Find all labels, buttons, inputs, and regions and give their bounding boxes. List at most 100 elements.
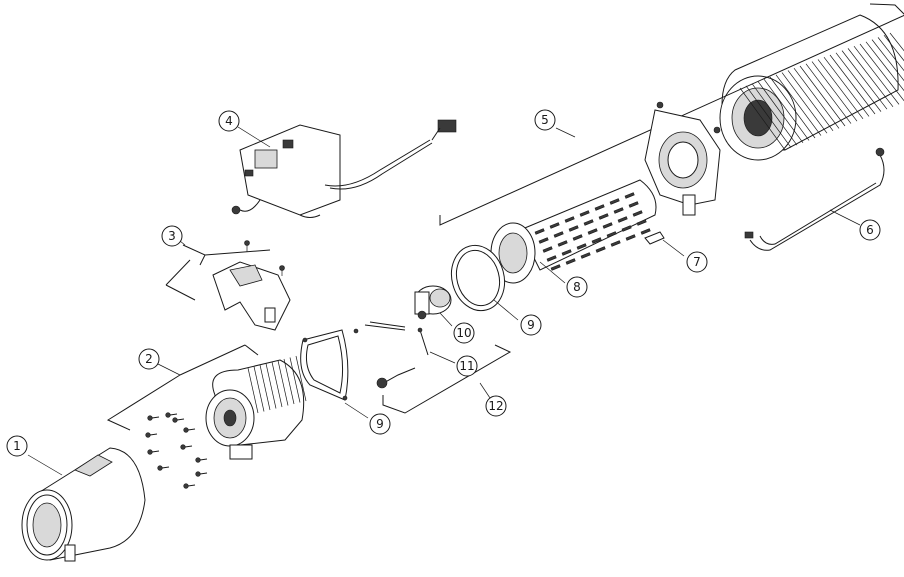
fin-line: [745, 85, 792, 148]
screw-shank: [187, 428, 196, 431]
screw-shank: [187, 484, 196, 487]
tube-slot: [565, 258, 576, 265]
blower-fin: [247, 367, 259, 414]
screw: [147, 449, 153, 455]
tube-slot: [632, 210, 643, 217]
screw-shank: [149, 433, 158, 436]
tube-slot: [606, 231, 617, 238]
part-9-gasket-lower: [300, 329, 369, 419]
callout-9-upper: 9: [520, 314, 542, 336]
svg-text:6: 6: [866, 223, 874, 237]
blower-fin: [253, 366, 265, 412]
fin-line: [847, 48, 894, 108]
blower-fin: [277, 360, 289, 406]
screw: [157, 465, 163, 471]
screw: [147, 415, 153, 421]
tube-slot: [538, 237, 549, 244]
fin-line: [823, 56, 870, 117]
fin-line: [805, 63, 852, 124]
fin-line: [859, 43, 904, 102]
screw-shank: [199, 458, 208, 461]
part-4-control-board: [231, 119, 457, 218]
part-5-flange: [644, 101, 721, 216]
callout-9-lower: 9: [369, 413, 391, 435]
fin-line: [841, 50, 888, 110]
part-6-sensor-wire: [744, 147, 885, 251]
part-5-bracket: [439, 3, 904, 226]
callout-4: 4: [218, 110, 240, 132]
tube-slot: [636, 219, 647, 226]
tube-slot: [610, 240, 621, 247]
part-8-burner-tube: [490, 179, 657, 284]
part-2-blower: [106, 344, 307, 489]
tube-slot: [542, 246, 553, 253]
blower-fin: [259, 364, 271, 411]
screw: [180, 444, 186, 450]
tube-slot: [587, 228, 598, 235]
tube-slot: [561, 249, 572, 256]
screw-shank: [199, 472, 208, 475]
fin-line: [853, 45, 900, 105]
tube-slot: [594, 204, 605, 211]
screw: [195, 471, 201, 477]
svg-text:10: 10: [456, 326, 471, 340]
fin-line: [781, 72, 828, 134]
tube-slot: [598, 213, 609, 220]
part-1-casing: [21, 447, 146, 562]
fin-line: [829, 54, 876, 115]
tube-slot: [625, 234, 636, 241]
svg-text:5: 5: [541, 113, 549, 127]
screw: [183, 483, 189, 489]
svg-text:3: 3: [168, 229, 176, 243]
part-11-pin: [417, 327, 456, 364]
fin-line: [889, 32, 904, 52]
callout-2: 2: [138, 348, 181, 376]
blower-fin: [265, 363, 277, 409]
svg-text:9: 9: [527, 318, 535, 332]
fin-line: [763, 78, 810, 141]
tube-slot: [576, 243, 587, 250]
tube-slot: [621, 225, 632, 232]
screw: [195, 457, 201, 463]
fin-line: [787, 70, 834, 132]
svg-text:8: 8: [573, 280, 581, 294]
callout-3: 3: [161, 225, 186, 247]
svg-text:1: 1: [13, 439, 21, 453]
tube-slot: [557, 240, 568, 247]
tube-slot: [550, 264, 561, 271]
part-3-bracket: [165, 240, 291, 331]
fin-line: [877, 37, 904, 72]
fin-line: [799, 65, 846, 127]
screw: [145, 432, 151, 438]
part-12-electrode: [353, 321, 512, 414]
tube-slot: [568, 225, 579, 232]
tube-slot: [549, 222, 560, 229]
part-7-clip: [644, 231, 685, 257]
fin-line: [769, 76, 816, 139]
callout-6: 6: [859, 219, 881, 241]
screw-shank: [169, 413, 178, 416]
fin-line: [793, 67, 840, 129]
blower-fin: [283, 358, 295, 405]
tube-slot: [534, 228, 545, 235]
svg-text:4: 4: [225, 114, 233, 128]
screw-shank: [151, 450, 160, 453]
callout-11: 11: [456, 355, 478, 377]
fin-line: [811, 61, 858, 122]
screw: [172, 417, 178, 423]
screw-shank: [151, 416, 160, 419]
fin-line: [739, 87, 786, 151]
tube-slot: [640, 228, 651, 235]
tube-slot: [609, 198, 620, 205]
tube-slot: [579, 210, 590, 217]
svg-text:7: 7: [693, 255, 701, 269]
screw-shank: [184, 445, 193, 448]
tube-slot: [553, 231, 564, 238]
tube-slot: [617, 216, 628, 223]
tube-slot: [564, 216, 575, 223]
tube-slot: [572, 234, 583, 241]
svg-text:2: 2: [145, 352, 153, 366]
tube-slot: [595, 246, 606, 253]
blower-fin: [295, 355, 307, 402]
